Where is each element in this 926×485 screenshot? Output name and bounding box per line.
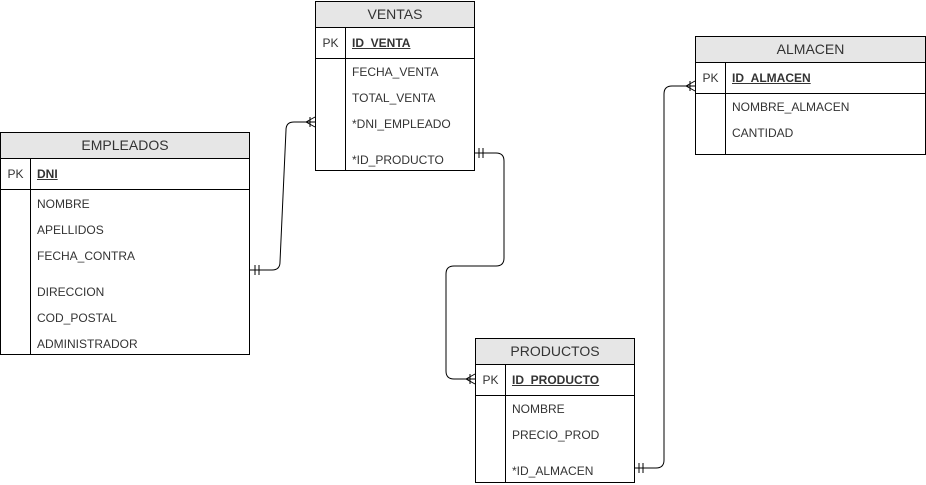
ventas-field: *ID_PRODUCTO [352,153,444,167]
pk-label: PK [1,159,31,189]
table-empleados[interactable]: EMPLEADOS PK DNI NOMBRE APELLIDOS FECHA_… [0,132,250,355]
productos-field: PRECIO_PROD [512,428,600,442]
pk-label: PK [476,365,506,395]
table-empleados-fields: NOMBRE APELLIDOS FECHA_CONTRA DIRECCION … [1,190,249,354]
connector-productos-almacen [635,85,695,469]
table-almacen-pk-row: PK ID_ALMACEN [696,63,925,94]
ventas-field: TOTAL_VENTA [352,91,436,105]
productos-field: NOMBRE [512,402,565,416]
pk-label: PK [696,63,726,93]
empleados-field: ADMINISTRADOR [37,337,138,351]
ventas-field: *DNI_EMPLEADO [352,117,451,131]
empleados-field: NOMBRE [37,197,90,211]
empleados-field: FECHA_CONTRA [37,249,136,263]
pk-label: PK [316,28,346,58]
table-empleados-pk-row: PK DNI [1,159,249,190]
almacen-field: CANTIDAD [732,126,794,140]
column-separator [316,59,346,170]
table-productos-title: PRODUCTOS [476,339,634,365]
column-separator [476,396,506,482]
table-productos-fields: NOMBRE PRECIO_PROD *ID_ALMACEN [476,396,634,482]
table-productos-pk-row: PK ID_PRODUCTO [476,365,634,396]
table-almacen[interactable]: ALMACEN PK ID_ALMACEN NOMBRE_ALMACEN CAN… [695,36,926,155]
empleados-field: COD_POSTAL [37,311,117,325]
column-separator [696,94,726,154]
table-ventas-title: VENTAS [316,2,474,28]
table-ventas-fields: FECHA_VENTA TOTAL_VENTA *DNI_EMPLEADO *I… [316,59,474,170]
productos-pk-field: ID_PRODUCTO [512,373,600,387]
empleados-pk-field: DNI [37,167,58,181]
table-productos[interactable]: PRODUCTOS PK ID_PRODUCTO NOMBRE PRECIO_P… [475,338,635,483]
ventas-pk-field: ID_VENTA [352,36,411,50]
empleados-field: DIRECCION [37,285,105,299]
table-almacen-fields: NOMBRE_ALMACEN CANTIDAD [696,94,925,154]
empleados-field: APELLIDOS [37,223,104,237]
table-empleados-title: EMPLEADOS [1,133,249,159]
almacen-field: NOMBRE_ALMACEN [732,100,850,114]
column-separator [1,190,31,354]
ventas-field: FECHA_VENTA [352,65,439,79]
productos-field: *ID_ALMACEN [512,464,594,478]
table-almacen-title: ALMACEN [696,37,925,63]
connector-empleados-ventas [250,121,315,271]
table-ventas-pk-row: PK ID_VENTA [316,28,474,59]
almacen-pk-field: ID_ALMACEN [732,71,811,85]
table-ventas[interactable]: VENTAS PK ID_VENTA FECHA_VENTA TOTAL_VEN… [315,1,475,171]
